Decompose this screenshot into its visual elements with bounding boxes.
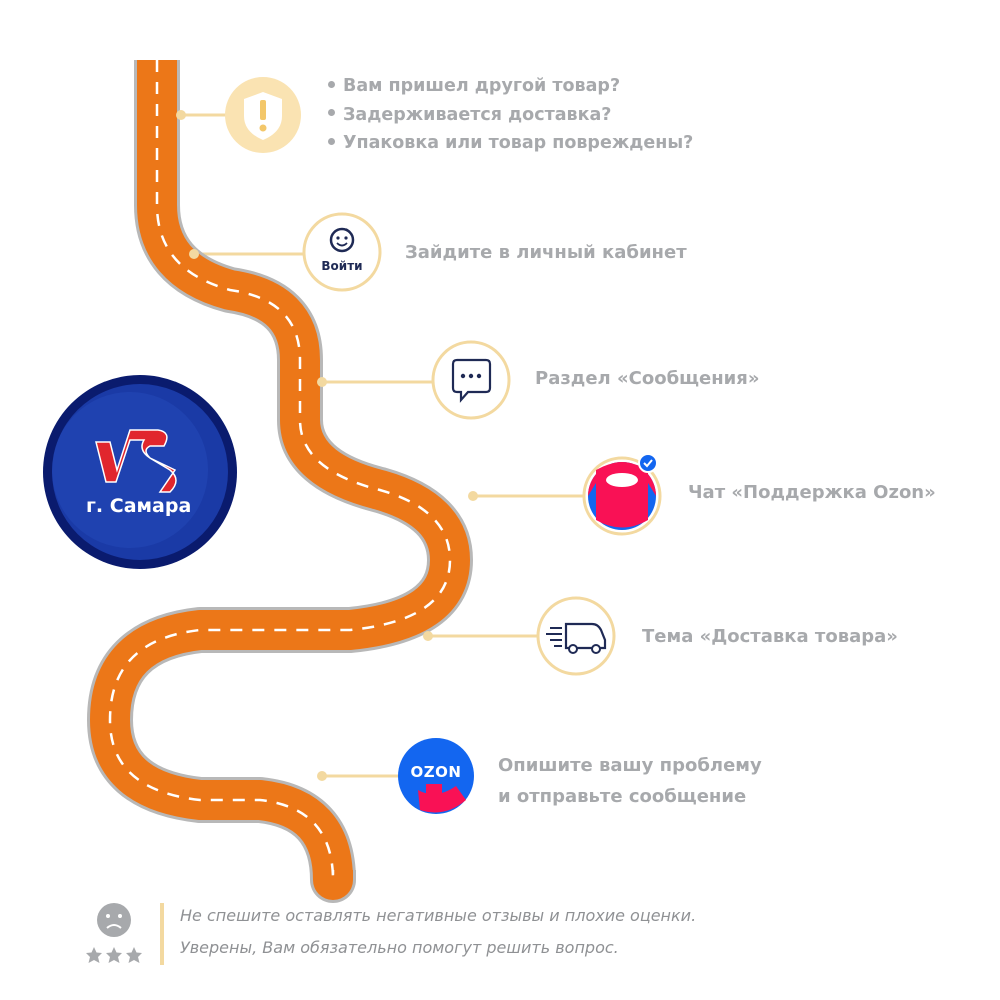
chat-bubble-icon (431, 340, 511, 420)
footer-line-1: Не спешите оставлять негативные отзывы и… (180, 906, 697, 925)
city-logo (43, 375, 237, 569)
connector-dots (176, 110, 478, 781)
step-support-chat-text: Чат «Поддержка Ozon» (688, 482, 936, 503)
step-delivery-topic-text: Тема «Доставка товара» (642, 626, 898, 647)
bullet-dot (328, 137, 335, 145)
login-icon-label: Войти (321, 259, 363, 273)
delivery-truck-icon (536, 596, 616, 676)
login-face-icon (302, 212, 382, 292)
bullet-dot (328, 80, 335, 88)
footer-divider (160, 903, 164, 965)
warning-shield-icon (225, 77, 301, 153)
bullet-text: Вам пришел другой товар? (343, 76, 621, 96)
list-item: Упаковка или товар повреждены? (328, 129, 693, 158)
step-messages-text: Раздел «Сообщения» (535, 368, 760, 389)
ozon-logo-icon (398, 738, 474, 814)
list-item: Вам пришел другой товар? (328, 72, 693, 101)
road-body (90, 60, 470, 900)
star-icon (86, 947, 102, 963)
ozon-support-icon (582, 453, 662, 536)
bullet-text: Задерживается доставка? (343, 104, 612, 125)
step-describe-text: Опишите вашу проблему и отправьте сообще… (498, 750, 762, 812)
footer-line-2: Уверены, Вам обязательно помогут решить … (180, 938, 619, 957)
star-icon (126, 947, 142, 963)
connectors (181, 113, 585, 778)
ozon-logo-text: OZON (410, 763, 462, 781)
list-item: Задерживается доставка? (328, 101, 693, 130)
bullet-text: Упаковка или товар повреждены? (343, 133, 694, 153)
city-label: г. Самара (86, 495, 192, 517)
step-describe-line1: Опишите вашу проблему (498, 755, 762, 776)
star-icon (106, 947, 122, 963)
problem-list: Вам пришел другой товар? Задерживается д… (328, 72, 693, 158)
step-describe-line2: и отправьте сообщение (498, 786, 747, 807)
step-login-text: Зайдите в личный кабинет (405, 242, 687, 263)
sad-face-icon (97, 903, 131, 937)
rating-stars (86, 947, 142, 963)
bullet-dot (328, 109, 335, 116)
